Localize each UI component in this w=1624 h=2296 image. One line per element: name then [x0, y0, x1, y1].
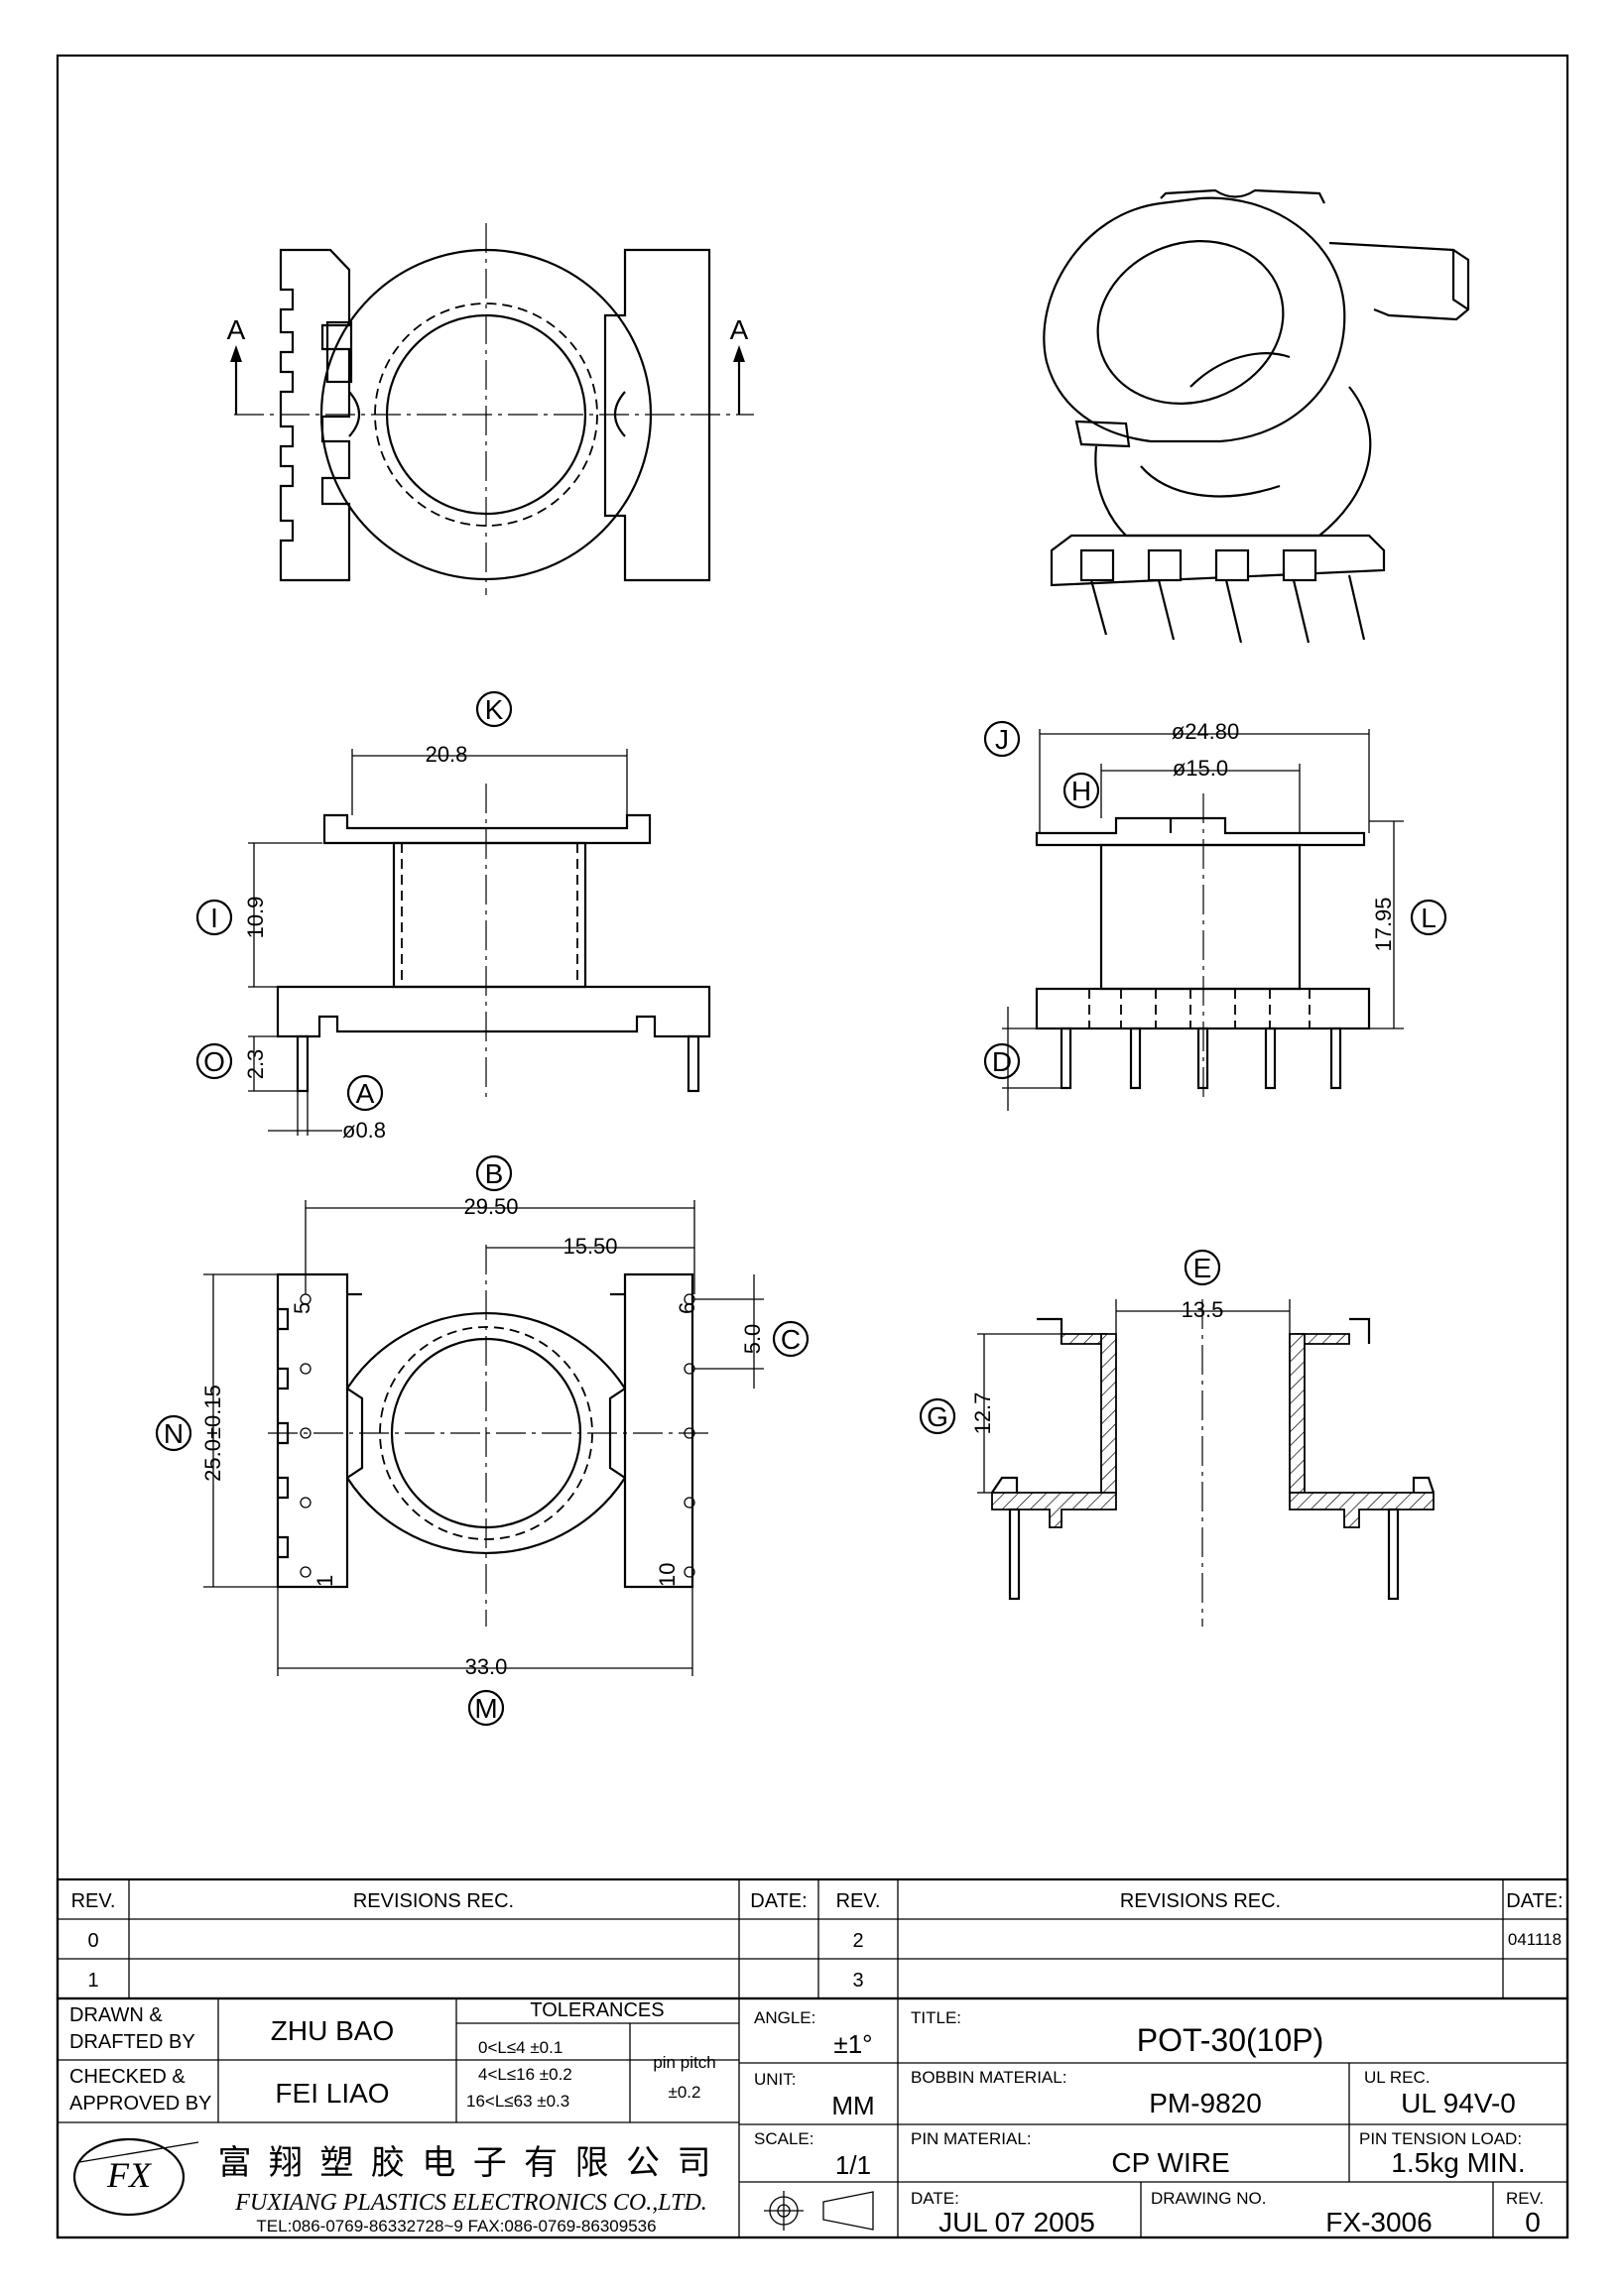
label-d: D	[992, 1046, 1012, 1077]
revisions-table: REV. REVISIONS REC. DATE: REV. REVISIONS…	[56, 1877, 1569, 2000]
dim-n-height: 25.0±0.15	[200, 1385, 225, 1482]
rev-header-2: REV.	[836, 1890, 881, 1912]
checked-by: FEI LIAO	[275, 2078, 389, 2109]
drawn-label-2: DRAFTED BY	[69, 2031, 195, 2053]
pin-number-1: 1	[312, 1575, 337, 1587]
title-block: DRAWN & DRAFTED BY ZHU BAO CHECKED & APP…	[56, 1996, 1569, 2239]
tolerance-row-3: 16<L≤63 ±0.3	[466, 2092, 569, 2111]
dim-i-height: 10.9	[243, 897, 268, 939]
pin-pitch-label: pin pitch	[653, 2053, 715, 2072]
rev-header: REV.	[71, 1890, 116, 1912]
bottom-view: 5 6 1 10 29.50 B 15.50 5.0 C 25.0±0.15 N…	[155, 1154, 810, 1727]
rev-label: REV.	[1506, 2189, 1544, 2208]
drawing-number-label: DRAWING NO.	[1151, 2189, 1266, 2208]
front-view: 20.8 K 10.9 I 2.3 O ø0.8 A	[195, 690, 711, 1143]
ul-rec-label: UL REC.	[1364, 2068, 1430, 2087]
rev-row-0: 0	[87, 1930, 98, 1952]
company-contact: TEL:086-0769-86332728~9 FAX:086-0769-863…	[256, 2217, 656, 2236]
top-view: A A	[227, 223, 754, 595]
dim-m-width: 33.0	[465, 1654, 508, 1679]
bobbin-material-value: PM-9820	[1149, 2088, 1262, 2118]
drawing-number-value: FX-3006	[1325, 2207, 1432, 2237]
date-label: DATE:	[911, 2189, 959, 2208]
revisions-header-2: REVISIONS REC.	[1120, 1890, 1281, 1912]
dim-h-inner-diameter: ø15.0	[1173, 756, 1228, 781]
logo-text: FX	[106, 2155, 153, 2195]
label-i: I	[210, 903, 218, 933]
title-label: TITLE:	[911, 2008, 961, 2027]
pin-material-label: PIN MATERIAL:	[911, 2129, 1032, 2148]
section-label-right: A	[730, 314, 749, 345]
label-c: C	[781, 1324, 801, 1355]
pin-number-5: 5	[290, 1302, 314, 1314]
revisions-header: REVISIONS REC.	[353, 1890, 514, 1912]
rev-value: 0	[1525, 2207, 1541, 2237]
tolerance-row-2: 4<L≤16 ±0.2	[478, 2065, 572, 2084]
dim-c-pitch: 5.0	[740, 1324, 765, 1355]
company-name-chinese: 富 翔 塑 胶 电 子 有 限 公 司	[217, 2144, 714, 2182]
label-b: B	[485, 1158, 504, 1189]
dim-a-pin-diameter: ø0.8	[342, 1118, 386, 1143]
dim-l-height: 17.95	[1371, 897, 1396, 951]
dim-b-span: 29.50	[463, 1194, 518, 1219]
section-label-left: A	[227, 314, 246, 345]
rev-row-3: 3	[852, 1970, 863, 1992]
rev-row-2-date: 041118	[1508, 1930, 1562, 1949]
label-m: M	[474, 1693, 497, 1724]
checked-label-1: CHECKED &	[69, 2066, 186, 2088]
label-g: G	[927, 1401, 948, 1432]
dim-j-outer-diameter: ø24.80	[1172, 719, 1240, 744]
projection-symbol	[764, 2191, 874, 2231]
label-n: N	[164, 1418, 184, 1449]
title-value: POT-30(10P)	[1137, 2022, 1324, 2058]
label-o: O	[203, 1046, 225, 1077]
label-l: L	[1421, 903, 1437, 933]
date-header: DATE:	[750, 1890, 807, 1912]
scale-label: SCALE:	[754, 2129, 813, 2148]
dim-g-height: 12.7	[970, 1392, 995, 1435]
date-value: JUL 07 2005	[938, 2207, 1095, 2237]
isometric-view	[1043, 188, 1470, 644]
label-a: A	[356, 1078, 375, 1109]
scale-value: 1/1	[835, 2150, 871, 2180]
rev-row-2: 2	[852, 1930, 863, 1952]
tolerance-row-1: 0<L≤4 ±0.1	[478, 2038, 562, 2057]
dim-k-width: 20.8	[426, 742, 468, 767]
date-header-2: DATE:	[1506, 1890, 1562, 1912]
tolerances-header: TOLERANCES	[530, 1999, 664, 2021]
pin-number-6: 6	[675, 1302, 699, 1314]
label-h: H	[1071, 776, 1091, 806]
label-j: J	[995, 724, 1009, 755]
pin-tension-label: PIN TENSION LOAD:	[1359, 2129, 1522, 2148]
sheet-border	[56, 54, 1569, 2239]
dim-o-pin-length: 2.3	[243, 1049, 268, 1080]
section-view: 13.5 E 12.7 G	[919, 1249, 1436, 1627]
checked-label-2: APPROVED BY	[69, 2093, 211, 2115]
unit-value: MM	[831, 2091, 874, 2120]
rev-row-1: 1	[87, 1970, 98, 1992]
company-logo: FX	[72, 2137, 199, 2217]
pin-number-10: 10	[655, 1563, 680, 1587]
pin-tension-value: 1.5kg MIN.	[1391, 2147, 1525, 2178]
ul-rec-value: UL 94V-0	[1401, 2088, 1516, 2118]
label-e: E	[1193, 1253, 1212, 1283]
pin-pitch-value: ±0.2	[669, 2083, 701, 2102]
side-view: ø24.80 J ø15.0 H 17.95 L D	[983, 719, 1447, 1111]
bobbin-material-label: BOBBIN MATERIAL:	[911, 2068, 1066, 2087]
dim-half-span: 15.50	[562, 1234, 617, 1259]
label-k: K	[485, 694, 504, 725]
pin-material-value: CP WIRE	[1111, 2147, 1229, 2178]
dim-e-inner: 13.5	[1182, 1297, 1224, 1322]
company-name-english: FUXIANG PLASTICS ELECTRONICS CO.,LTD.	[234, 2190, 707, 2216]
unit-label: UNIT:	[754, 2070, 797, 2089]
drawn-label-1: DRAWN &	[69, 2004, 163, 2026]
angle-value: ±1°	[833, 2029, 872, 2059]
drawn-by: ZHU BAO	[271, 2015, 394, 2046]
angle-label: ANGLE:	[754, 2008, 815, 2027]
